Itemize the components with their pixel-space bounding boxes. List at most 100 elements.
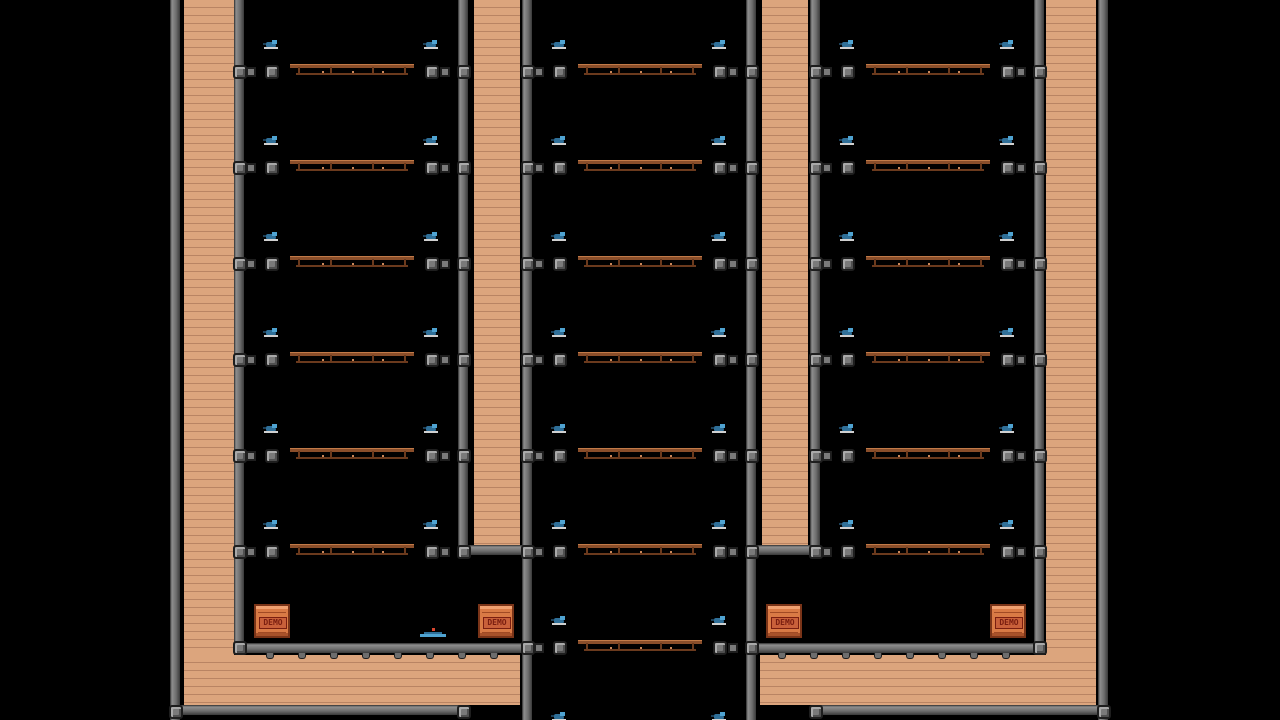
player-sprite [420, 628, 446, 638]
bird-icon [838, 232, 856, 242]
bracket-stub [534, 67, 544, 77]
wood-floor-right [760, 655, 1096, 705]
wooden-shelf [290, 64, 414, 78]
horizontal-pipe [464, 545, 528, 555]
pipe-joint [1001, 353, 1015, 367]
bracket-stub [728, 643, 738, 653]
crate-label: DEMO [259, 617, 287, 629]
pipe-joint [841, 353, 855, 367]
wooden-shelf [866, 64, 990, 78]
bird-icon [838, 40, 856, 50]
bracket-stub [534, 163, 544, 173]
bird-icon [838, 424, 856, 434]
floor-peg [970, 653, 978, 659]
bracket-stub [1016, 451, 1026, 461]
wooden-shelf [290, 256, 414, 270]
bracket-stub [534, 451, 544, 461]
bracket-stub [1016, 259, 1026, 269]
bird-icon [262, 520, 280, 530]
pipe-joint [553, 449, 567, 463]
bracket-stub [440, 547, 450, 557]
bird-icon [710, 40, 728, 50]
bird-icon [710, 232, 728, 242]
pipe-joint [233, 641, 247, 655]
bird-icon [998, 424, 1016, 434]
bracket-stub [728, 163, 738, 173]
floor-peg [938, 653, 946, 659]
bird-icon [422, 424, 440, 434]
pipe-joint [265, 161, 279, 175]
floor-peg [874, 653, 882, 659]
pipe-joint [553, 353, 567, 367]
bird-icon [422, 232, 440, 242]
bracket-stub [1016, 163, 1026, 173]
wood-wall-left [184, 0, 234, 705]
floor-peg [330, 653, 338, 659]
vertical-pipe [170, 0, 180, 720]
pipe-joint [553, 161, 567, 175]
bird-icon [422, 520, 440, 530]
pipe-joint [1033, 353, 1047, 367]
wooden-shelf [578, 160, 702, 174]
demo-crate: DEMO [254, 604, 290, 638]
pipe-joint [265, 545, 279, 559]
floor-peg [458, 653, 466, 659]
pipe-joint [169, 705, 183, 719]
pipe-joint [457, 705, 471, 719]
wooden-shelf [578, 640, 702, 654]
wooden-shelf [290, 544, 414, 558]
horizontal-pipe [752, 545, 816, 555]
bird-icon [422, 40, 440, 50]
wood-pillar-right [762, 0, 808, 545]
floor-peg [1002, 653, 1010, 659]
pipe-joint [1033, 257, 1047, 271]
pipe-joint [841, 65, 855, 79]
horizontal-pipe [176, 705, 466, 715]
pipe-joint [233, 353, 247, 367]
bird-icon [422, 328, 440, 338]
pipe-joint [809, 449, 823, 463]
bracket-stub [246, 451, 256, 461]
bracket-stub [728, 547, 738, 557]
pipe-joint [521, 353, 535, 367]
bracket-stub [246, 355, 256, 365]
pipe-joint [457, 65, 471, 79]
pipe-joint [713, 65, 727, 79]
pipe-joint [1001, 449, 1015, 463]
bracket-stub [822, 259, 832, 269]
pipe-joint [457, 353, 471, 367]
bracket-stub [1016, 547, 1026, 557]
crate-label: DEMO [771, 617, 799, 629]
pipe-joint [841, 257, 855, 271]
bird-icon [998, 232, 1016, 242]
horizontal-pipe [240, 643, 522, 653]
bird-icon [550, 424, 568, 434]
wooden-shelf [578, 544, 702, 558]
crate-label: DEMO [483, 617, 511, 629]
wooden-shelf [578, 64, 702, 78]
pipe-joint [521, 449, 535, 463]
vertical-pipe [1098, 0, 1108, 720]
pipe-joint [713, 641, 727, 655]
pipe-joint [521, 161, 535, 175]
bracket-stub [440, 355, 450, 365]
pipe-joint [553, 65, 567, 79]
pipe-joint [425, 65, 439, 79]
bracket-stub [822, 163, 832, 173]
pipe-joint [521, 257, 535, 271]
pipe-joint [553, 545, 567, 559]
pipe-joint [841, 161, 855, 175]
bird-icon [262, 40, 280, 50]
pipe-joint [265, 449, 279, 463]
pipe-joint [521, 545, 535, 559]
pipe-joint [233, 545, 247, 559]
crate-label: DEMO [995, 617, 1023, 629]
vertical-pipe [234, 0, 244, 650]
pipe-joint [553, 641, 567, 655]
floor-peg [810, 653, 818, 659]
pipe-joint [713, 449, 727, 463]
bird-icon [550, 232, 568, 242]
pipe-joint [457, 161, 471, 175]
pipe-joint [1001, 161, 1015, 175]
bracket-stub [440, 451, 450, 461]
